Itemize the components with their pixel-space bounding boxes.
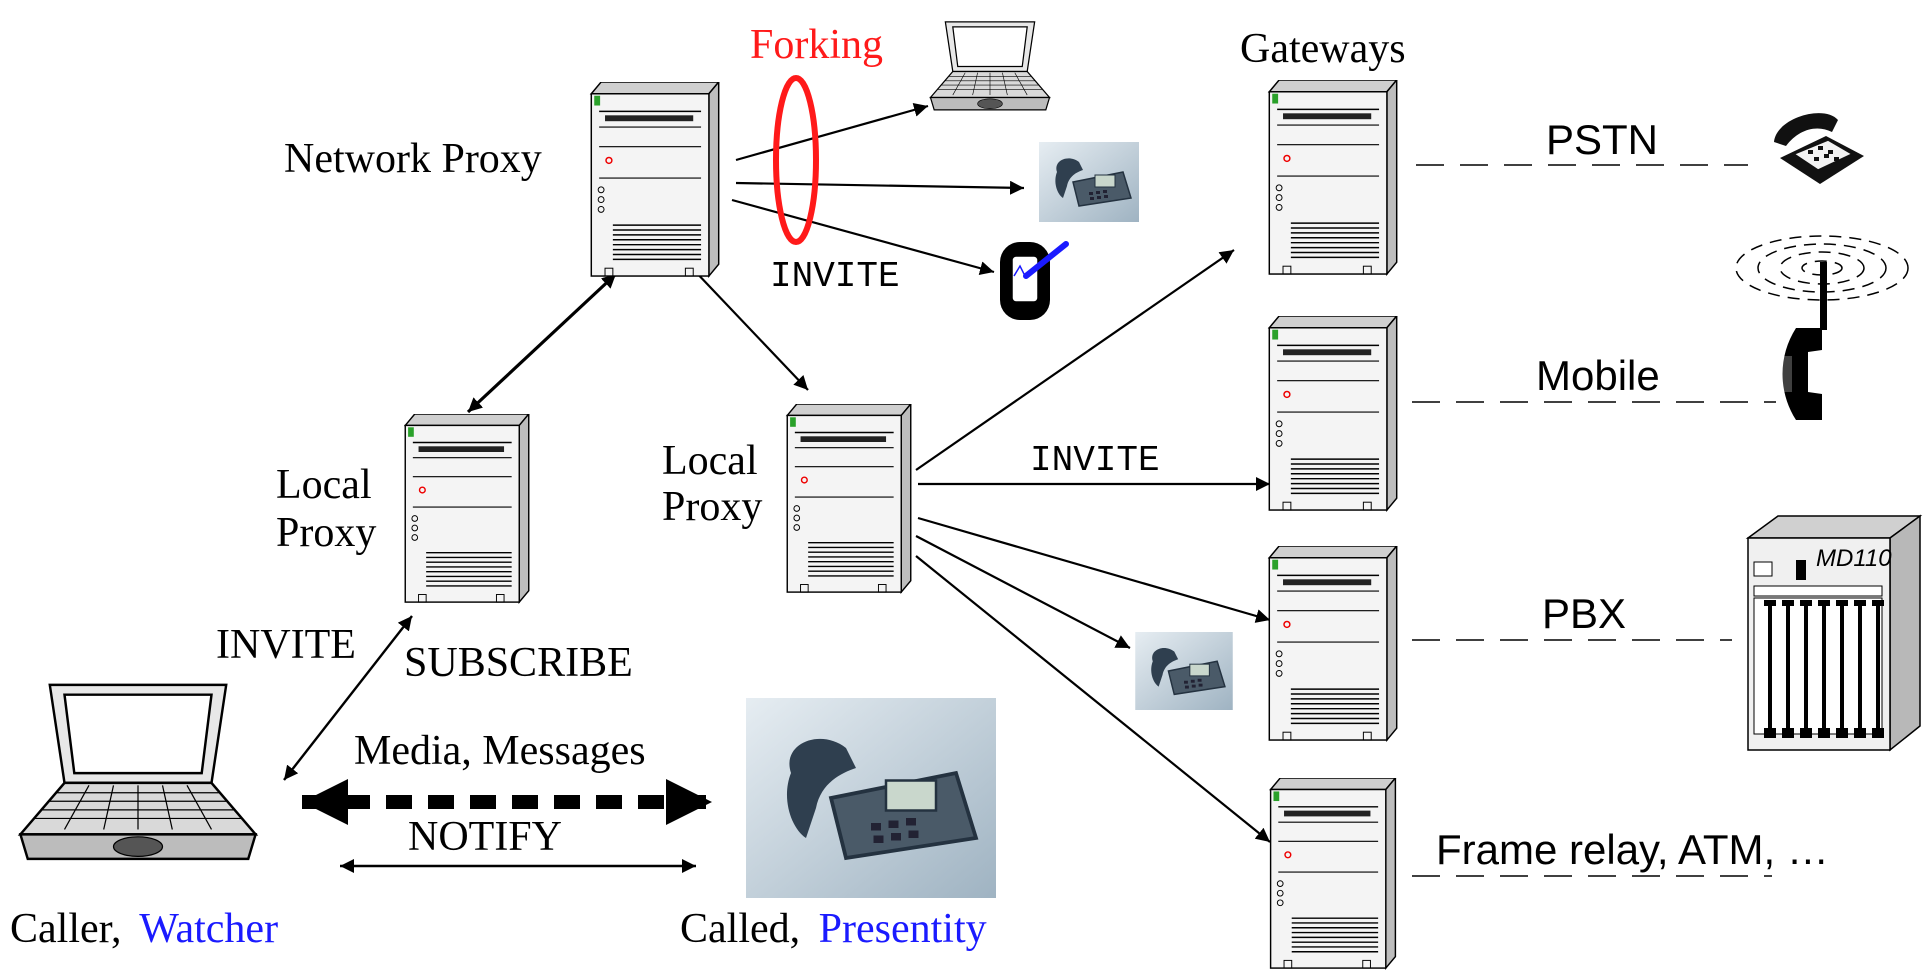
network-proxy-label: Network Proxy — [284, 136, 542, 182]
local-proxy-left-label-2: Proxy — [276, 510, 376, 556]
network-lines — [1412, 164, 1776, 877]
gateway-pbx-server-icon[interactable] — [1268, 546, 1398, 741]
arrow-netproxy-localproxy-left[interactable] — [466, 272, 618, 414]
presentity-text: Presentity — [819, 906, 987, 952]
called-ip-phone-icon[interactable] — [746, 698, 996, 898]
mobile-label: Mobile — [1536, 352, 1660, 399]
mobile-phone-icon[interactable] — [1735, 235, 1909, 420]
gateways-label: Gateways — [1240, 26, 1406, 72]
called-text: Called, — [680, 906, 800, 952]
pbx-cabinet-icon[interactable]: MD110 — [1745, 514, 1923, 752]
arrow-netproxy-ipphone — [735, 180, 1025, 195]
called-label: Called, Presentity — [680, 906, 987, 952]
gateway-frame-relay-server-icon[interactable] — [1269, 778, 1397, 969]
arrow-localproxy-ipphone-small — [915, 535, 1131, 649]
laptop-icon[interactable] — [929, 21, 1051, 111]
watcher-text: Watcher — [139, 906, 278, 952]
arrows — [283, 103, 1271, 873]
arrow-localproxy-gateway-pbx — [917, 516, 1271, 623]
ip-phone-small-icon[interactable] — [1134, 632, 1234, 710]
md110-label: MD110 — [1816, 545, 1892, 572]
invite-fork-label: INVITE — [770, 256, 900, 297]
pstn-label: PSTN — [1546, 116, 1658, 163]
frame-relay-label: Frame relay, ATM, … — [1436, 826, 1829, 873]
local-proxy-center-label-2: Proxy — [662, 484, 762, 530]
forking-label: Forking — [750, 22, 883, 68]
forking-ellipse — [773, 75, 819, 245]
subscribe-label: SUBSCRIBE — [404, 640, 633, 686]
pbx-label: PBX — [1542, 590, 1626, 637]
local-proxy-center-server-icon[interactable] — [786, 404, 912, 593]
caller-text: Caller, — [10, 906, 121, 952]
media-messages-label: Media, Messages — [354, 728, 646, 774]
notify-label: NOTIFY — [408, 814, 562, 860]
arrow-netproxy-localproxy-center — [691, 267, 809, 391]
arrow-localproxy-gateway-frame — [915, 555, 1271, 843]
caller-laptop-icon[interactable] — [19, 683, 257, 861]
pda-icon[interactable] — [1000, 241, 1069, 320]
local-proxy-left-label-1: Local — [276, 462, 372, 508]
network-proxy-server-icon[interactable] — [590, 82, 720, 277]
local-proxy-center-label-1: Local — [662, 438, 758, 484]
desk-phone-icon[interactable] — [1774, 113, 1864, 184]
caller-label: Caller, Watcher — [10, 906, 278, 952]
gateway-pstn-server-icon[interactable] — [1268, 80, 1398, 275]
arrow-caller-localproxy[interactable] — [283, 615, 413, 781]
arrow-netproxy-laptop — [735, 103, 929, 162]
ip-phone-icon[interactable] — [1038, 142, 1140, 222]
gateway-mobile-server-icon[interactable] — [1268, 316, 1398, 511]
arrow-netproxy-pda — [731, 198, 995, 276]
invite-caller-label: INVITE — [216, 622, 356, 668]
arrow-localproxy-gateway-pstn — [915, 249, 1235, 471]
local-proxy-left-server-icon[interactable] — [404, 414, 530, 603]
invite-center-label: INVITE — [1030, 440, 1160, 481]
